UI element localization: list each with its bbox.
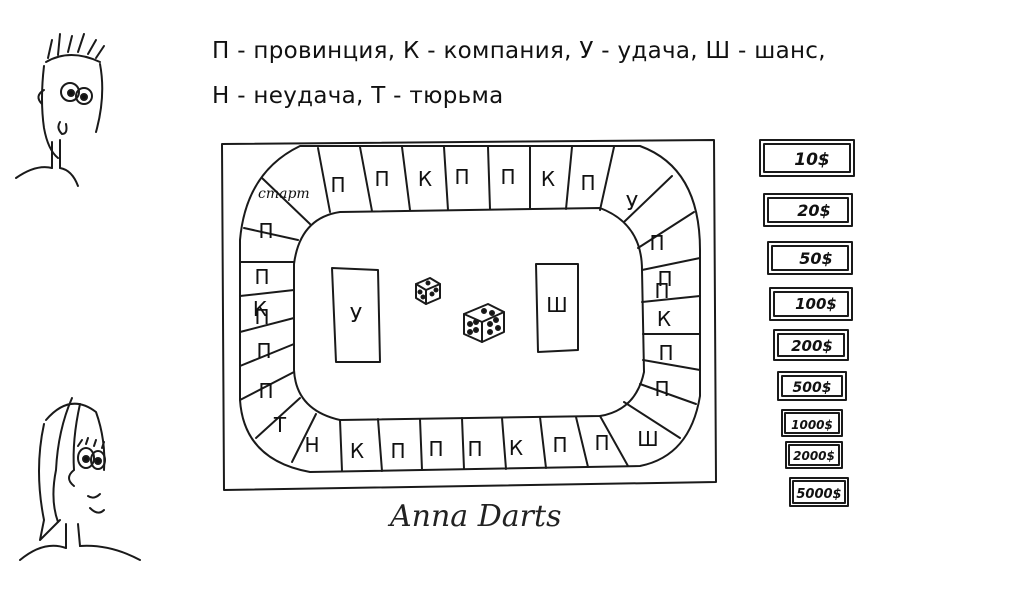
money-note-5000-label: 5000$ xyxy=(796,487,841,502)
cell-top-6: К xyxy=(541,167,555,191)
cell-right-1: П xyxy=(649,231,664,255)
left-cells: П П П К П П xyxy=(253,219,274,403)
right-cells: П П П К П П Ш xyxy=(637,231,673,451)
money-note-20-label: 20$ xyxy=(797,201,830,220)
cell-right-5: П xyxy=(658,341,673,365)
money-note-200-label: 200$ xyxy=(791,337,833,355)
cell-top-7: П xyxy=(580,171,595,195)
money-note-10-label: 10$ xyxy=(794,150,830,170)
cell-left-2: П xyxy=(256,339,271,363)
money-note-100: 100$ xyxy=(769,287,853,321)
dice-icon xyxy=(463,303,505,343)
cell-bottom-1: П xyxy=(594,431,609,455)
luck-card-label: У xyxy=(350,303,362,327)
money-note-1000-label: 1000$ xyxy=(791,418,833,432)
money-note-50: 50$ xyxy=(767,241,853,275)
boy-face-icon xyxy=(15,33,105,187)
cell-bottom-3: К xyxy=(509,436,523,460)
top-cells: П П К П П К П У xyxy=(330,165,638,215)
artist-signature: Anna Darts xyxy=(387,499,561,534)
legend-line-2: Н - неудача, Т - тюрьма xyxy=(212,83,504,109)
cell-bottom-2: П xyxy=(552,433,567,457)
bottom-cells: П П К П П П К Н Т xyxy=(273,413,610,463)
chance-card: Ш xyxy=(535,263,579,353)
money-note-200: 200$ xyxy=(773,329,849,361)
track-dividers xyxy=(239,146,701,472)
cell-left-6: П xyxy=(258,219,273,243)
chance-card-label: Ш xyxy=(546,293,567,317)
money-note-1000: 1000$ xyxy=(781,409,843,437)
cell-bottom-9: Т xyxy=(273,413,287,437)
cell-bottom-6: П xyxy=(390,439,405,463)
legend-line-1: П - провинция, К - компания, У - удача, … xyxy=(212,38,826,64)
money-note-20: 20$ xyxy=(763,193,853,227)
cell-top-5: П xyxy=(500,165,515,189)
money-note-50-label: 50$ xyxy=(799,249,832,268)
cell-bottom-8: Н xyxy=(304,433,319,457)
start-cell-label: старт xyxy=(258,186,310,202)
cell-left-5: П xyxy=(254,265,269,289)
money-note-500: 500$ xyxy=(777,371,847,401)
cell-top-4: П xyxy=(454,165,469,189)
cell-top-2: П xyxy=(374,167,389,191)
luck-card: У xyxy=(331,267,381,363)
cell-bottom-4: П xyxy=(467,437,482,461)
cell-top-3: К xyxy=(418,167,432,191)
cell-right-2: П xyxy=(657,267,672,291)
cell-top-8: У xyxy=(626,191,638,215)
cell-left-3: П xyxy=(254,305,269,329)
cell-right-7: Ш xyxy=(637,427,658,451)
cell-right-3: П xyxy=(654,279,669,303)
girl-face-icon xyxy=(19,397,141,561)
dice-icon xyxy=(415,277,441,305)
cell-bottom-5: П xyxy=(428,437,443,461)
cell-top-1: П xyxy=(330,173,345,197)
cell-left-4: К xyxy=(253,297,267,321)
money-note-10: 10$ xyxy=(759,139,855,177)
cell-right-6: П xyxy=(654,377,669,401)
cell-right-4: К xyxy=(657,307,671,331)
cell-bottom-7: К xyxy=(350,439,364,463)
money-note-2000: 2000$ xyxy=(785,441,843,469)
money-notes: 10$ 20$ 50$ 100$ 200$ 500$ xyxy=(759,139,855,507)
money-note-5000: 5000$ xyxy=(789,477,849,507)
money-note-2000-label: 2000$ xyxy=(793,449,835,463)
money-note-500-label: 500$ xyxy=(793,380,832,396)
money-note-100-label: 100$ xyxy=(795,295,837,313)
cell-left-1: П xyxy=(258,379,273,403)
